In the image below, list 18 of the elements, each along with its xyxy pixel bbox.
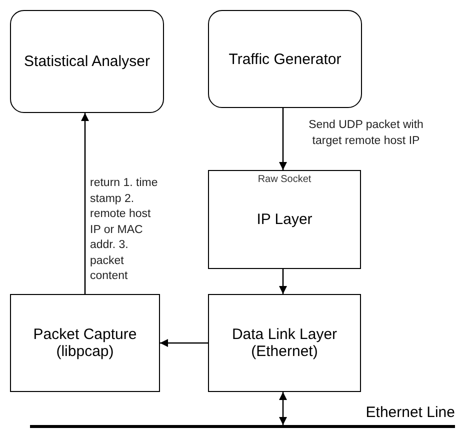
- node-label: Data Link Layer (Ethernet): [230, 326, 338, 360]
- arrow: [279, 269, 287, 294]
- process-box: [10, 10, 164, 113]
- node-label: IP Layer: [256, 211, 314, 228]
- process-box: [208, 10, 362, 108]
- layer-heading: Raw Socket: [256, 174, 312, 185]
- layer-box: [208, 170, 361, 269]
- line-label: Ethernet Line: [366, 404, 455, 421]
- node-label: Packet Capture (libpcap): [32, 326, 138, 360]
- process-box: [10, 294, 160, 392]
- arrow: [279, 108, 287, 170]
- node-label: Statistical Analyser: [23, 53, 151, 70]
- layer-box: [208, 294, 361, 392]
- arrow: [81, 113, 89, 294]
- arrow: [279, 392, 287, 425]
- ethernet-line: [30, 425, 455, 428]
- arrow: [160, 339, 208, 347]
- node-label: Traffic Generator: [228, 50, 342, 68]
